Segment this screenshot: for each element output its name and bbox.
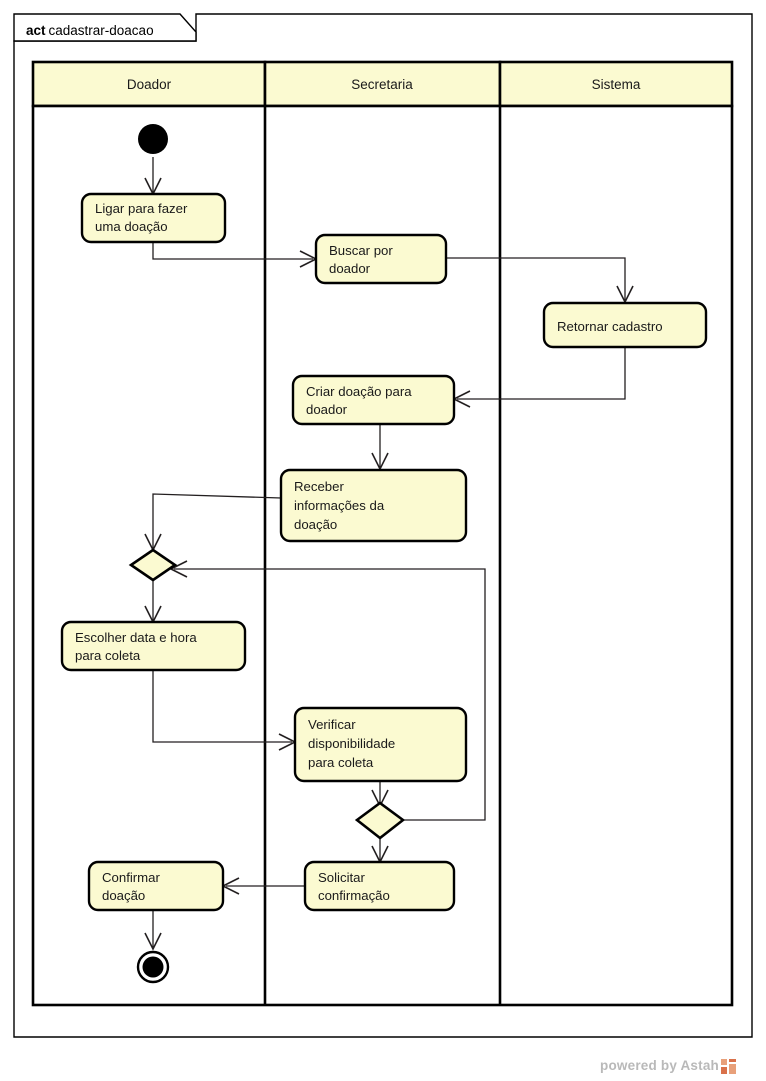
action-label-line1: Verificar xyxy=(308,717,356,732)
action-label-line1: Escolher data e hora xyxy=(75,630,197,645)
action-label-line2: confirmação xyxy=(318,888,390,903)
action-receber-informacoes-da-doacao[interactable]: Receber informações da doação xyxy=(279,468,468,543)
diagram-title-tab xyxy=(13,13,197,42)
action-label-line2: doação xyxy=(102,888,145,903)
final-node[interactable] xyxy=(136,950,170,984)
action-criar-doacao-para-doador[interactable]: Criar doação para doador xyxy=(291,374,456,426)
action-confirmar-doacao[interactable]: Confirmar doação xyxy=(87,860,225,912)
lane-label-secretaria: Secretaria xyxy=(351,77,413,92)
action-label-line2: para coleta xyxy=(75,648,141,663)
action-escolher-data-e-hora-para-coleta[interactable]: Escolher data e hora para coleta xyxy=(60,620,247,672)
action-label-line1: Receber xyxy=(294,479,344,494)
merge-node-1[interactable] xyxy=(128,548,178,582)
action-label-line2: disponibilidade xyxy=(308,736,395,751)
action-label-line1: Solicitar xyxy=(318,870,366,885)
diagram-title-name: cadastrar-doacao xyxy=(49,23,154,38)
astah-watermark: powered by Astah xyxy=(600,1058,736,1074)
action-label-line3: para coleta xyxy=(308,755,374,770)
action-label-line1: Confirmar xyxy=(102,870,160,885)
action-verificar-disponibilidade-para-coleta[interactable]: Verificar disponibilidade para coleta xyxy=(293,706,468,783)
action-retornar-cadastro[interactable]: Retornar cadastro xyxy=(542,301,708,349)
action-label-line1: Buscar por xyxy=(329,243,393,258)
astah-logo-icon xyxy=(721,1059,736,1074)
action-label-line1: Criar doação para xyxy=(306,384,412,399)
lane-header-doador[interactable] xyxy=(31,60,267,108)
action-label-line2: doador xyxy=(306,402,348,417)
flow-confirmar-to-final xyxy=(144,911,162,951)
diagram-title-keyword: act xyxy=(26,23,46,38)
action-label-line1: Retornar cadastro xyxy=(557,319,663,334)
lane-label-sistema: Sistema xyxy=(592,77,641,92)
action-label-line3: doação xyxy=(294,517,337,532)
lane-label-doador: Doador xyxy=(127,77,172,92)
initial-node[interactable] xyxy=(138,124,168,154)
action-solicitar-confirmacao[interactable]: Solicitar confirmação xyxy=(303,860,456,912)
action-label-line2: informações da xyxy=(294,498,385,513)
action-label-line2: uma doação xyxy=(95,219,168,234)
action-label-line2: doador xyxy=(329,261,371,276)
decision-node-2[interactable] xyxy=(354,801,406,840)
action-buscar-por-doador[interactable]: Buscar por doador xyxy=(314,233,448,285)
watermark-text: powered by Astah xyxy=(600,1058,719,1073)
action-ligar-para-fazer-uma-doacao[interactable]: Ligar para fazer uma doação xyxy=(80,192,227,244)
action-label-line1: Ligar para fazer xyxy=(95,201,188,216)
